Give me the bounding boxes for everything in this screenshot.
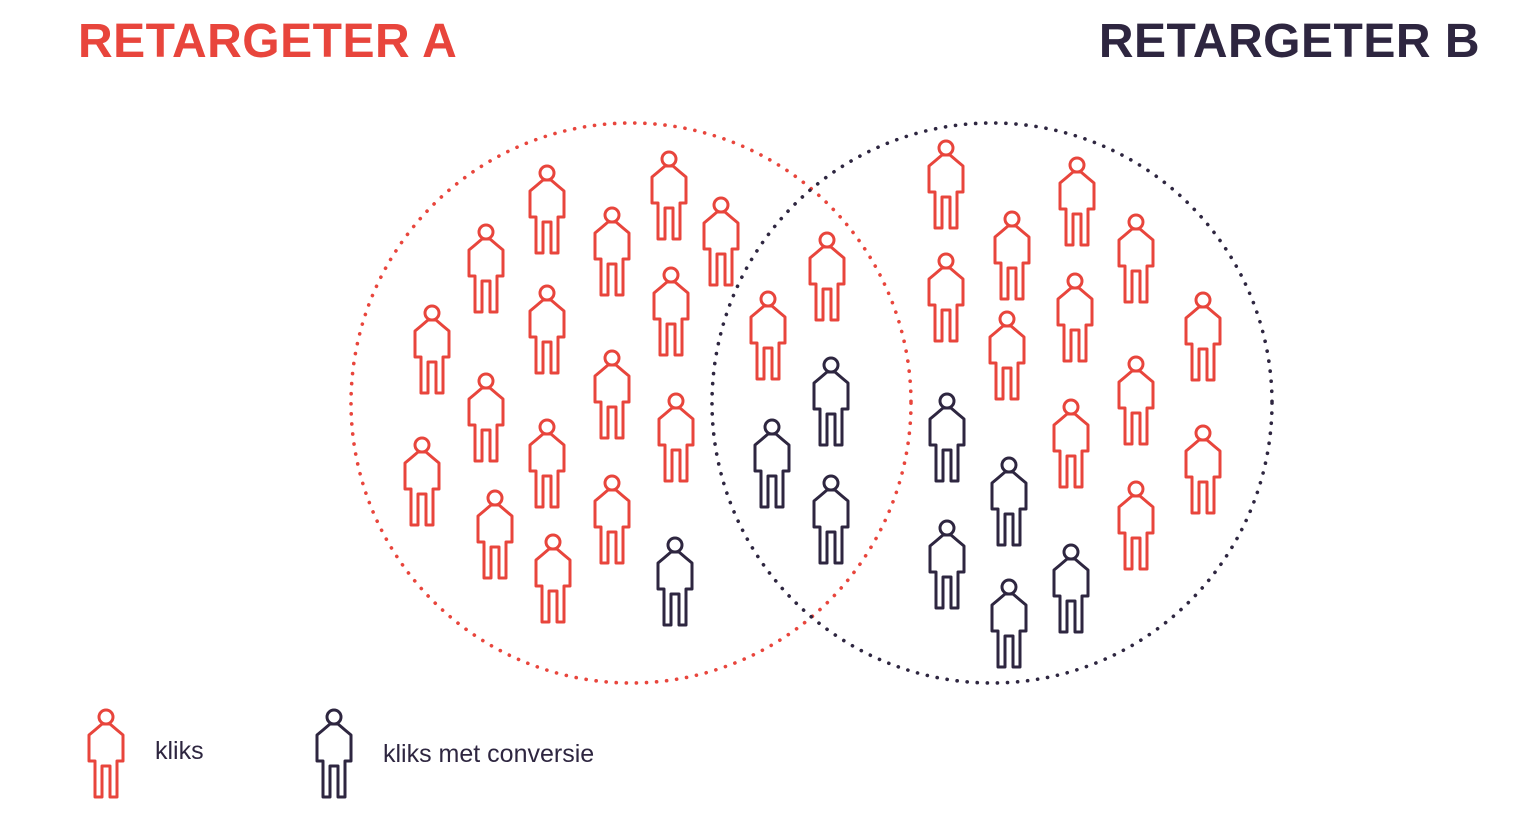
person-conversie-icon xyxy=(990,456,1028,547)
person-kliks-icon xyxy=(528,284,566,375)
person-kliks-icon xyxy=(528,164,566,255)
person-conversie-icon xyxy=(1052,543,1090,634)
retargeter-a-circle xyxy=(349,121,913,685)
person-kliks-icon xyxy=(534,533,572,624)
person-kliks-icon xyxy=(657,392,695,483)
person-kliks-icon xyxy=(593,206,631,297)
person-kliks-icon xyxy=(467,372,505,463)
person-kliks-icon xyxy=(1184,291,1222,382)
retargeter-b-title: RETARGETER B xyxy=(1098,15,1480,68)
people-group xyxy=(403,139,1222,669)
person-kliks-icon xyxy=(652,266,690,357)
person-kliks-icon xyxy=(988,310,1026,401)
person-kliks-icon xyxy=(808,231,846,322)
person-kliks-icon xyxy=(1117,355,1155,446)
person-conversie-icon xyxy=(656,536,694,627)
person-kliks-icon xyxy=(467,223,505,314)
person-kliks-icon xyxy=(1117,480,1155,571)
legend-kliks-met-conversie-icon xyxy=(315,708,353,799)
person-kliks-icon xyxy=(528,418,566,509)
person-kliks-icon xyxy=(749,290,787,381)
person-kliks-icon xyxy=(993,210,1031,301)
legend-kliks-icon xyxy=(87,708,125,799)
person-kliks-icon xyxy=(927,139,965,230)
person-kliks-icon xyxy=(1052,398,1090,489)
person-kliks-icon xyxy=(593,474,631,565)
person-kliks-icon xyxy=(593,349,631,440)
retargeter-a-title: RETARGETER A xyxy=(78,15,458,68)
person-conversie-icon xyxy=(990,578,1028,669)
person-kliks-icon xyxy=(476,489,514,580)
person-kliks-icon xyxy=(413,304,451,395)
person-kliks-icon xyxy=(650,150,688,241)
person-conversie-icon xyxy=(928,392,966,483)
person-conversie-icon xyxy=(928,519,966,610)
person-conversie-icon xyxy=(753,418,791,509)
person-kliks-icon xyxy=(1117,213,1155,304)
legend-label-kliks: kliks xyxy=(155,737,204,765)
person-conversie-icon xyxy=(812,474,850,565)
person-kliks-icon xyxy=(1184,424,1222,515)
person-kliks-icon xyxy=(1056,272,1094,363)
person-kliks-icon xyxy=(927,252,965,343)
legend-label-kliks-met-conversie: kliks met conversie xyxy=(383,740,595,768)
person-kliks-icon xyxy=(403,436,441,527)
retargeter-b-circle xyxy=(710,121,1274,685)
person-kliks-icon xyxy=(1058,156,1096,247)
person-kliks-icon xyxy=(702,196,740,287)
person-conversie-icon xyxy=(812,356,850,447)
